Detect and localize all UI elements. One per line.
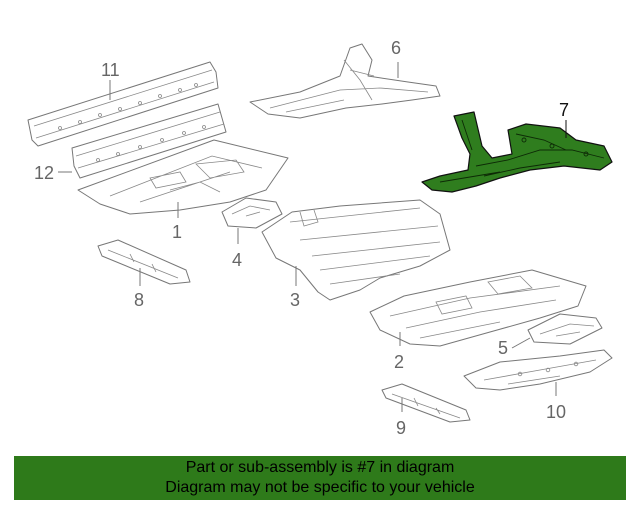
banner-line-1: Part or sub-assembly is #7 in diagram — [185, 459, 455, 476]
callout-8: 8 — [134, 290, 144, 310]
part-11-rear-rail[interactable] — [27, 61, 219, 147]
part-2-front-floor-pan[interactable] — [369, 269, 587, 347]
part-8-bracket[interactable] — [97, 239, 191, 285]
callout-6: 6 — [391, 38, 401, 58]
callout-12: 12 — [34, 163, 54, 183]
callout-9: 9 — [396, 418, 406, 438]
callout-1: 1 — [172, 222, 182, 242]
part-6-front-rail[interactable] — [249, 43, 441, 119]
callout-11: 11 — [101, 60, 120, 80]
leader-lines — [58, 62, 567, 412]
part-7-frame-assembly[interactable] — [421, 111, 613, 193]
part-12-cross-member[interactable] — [71, 103, 227, 179]
part-3-center-floor[interactable] — [261, 199, 451, 301]
banner-line-2: Diagram may not be specific to your vehi… — [165, 479, 475, 496]
part-10-floor-plate[interactable] — [463, 349, 613, 391]
parts-diagram: 11 12 1 4 8 3 2 5 6 7 9 10 — [27, 38, 613, 438]
callout-3: 3 — [290, 290, 300, 310]
callout-2: 2 — [394, 352, 404, 372]
callout-5: 5 — [498, 338, 508, 358]
callout-labels: 11 12 1 4 8 3 2 5 6 7 9 10 — [34, 38, 569, 438]
info-banner: Part or sub-assembly is #7 in diagram Di… — [14, 456, 626, 500]
part-5-brace[interactable] — [527, 313, 603, 345]
callout-4: 4 — [232, 250, 242, 270]
part-1-rear-floor-pan[interactable] — [77, 139, 289, 215]
part-4-bracket[interactable] — [221, 197, 283, 229]
callout-10: 10 — [546, 402, 566, 422]
part-9-bracket[interactable] — [381, 383, 471, 423]
callout-7: 7 — [559, 100, 569, 120]
